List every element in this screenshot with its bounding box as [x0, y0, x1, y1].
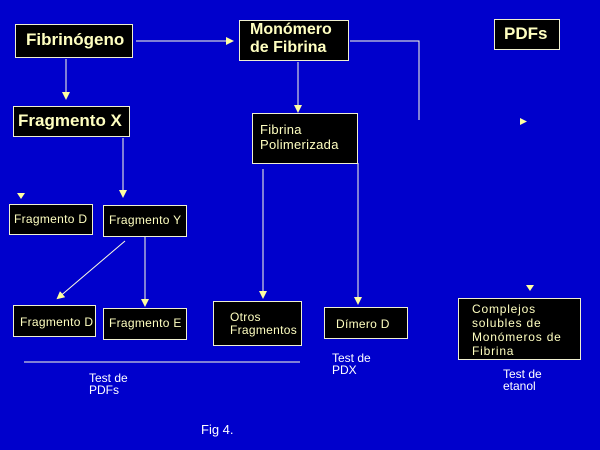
node-fibrina-polimerizada: Fibrina Polimerizada — [252, 113, 358, 164]
label-test-pdfs-2: PDFs — [89, 383, 119, 397]
figure-caption: Fig 4. — [201, 422, 234, 437]
label-test-pdx-2: PDX — [332, 363, 357, 377]
node-fragmento-y: Fragmento Y — [103, 205, 187, 237]
node-fibrina-label-2: Polimerizada — [260, 137, 339, 152]
node-monomero-label-2: de Fibrina — [250, 39, 327, 56]
node-fragmento-d-upper: Fragmento D — [9, 204, 93, 235]
node-fragmento-e: Fragmento E — [103, 308, 187, 340]
node-dimero-d-label: Dímero D — [336, 317, 390, 331]
node-fragmento-x: Fragmento X — [13, 106, 130, 137]
line-monomero-to-right — [350, 40, 420, 120]
label-test-etanol: Test de etanol — [503, 368, 542, 392]
node-fragmento-d-lower-label: Fragmento D — [20, 315, 94, 329]
label-test-pdfs-1: Test de — [89, 371, 128, 385]
node-otros-label-2: Fragmentos — [230, 323, 298, 337]
node-monomero-de-fibrina: Monómero de Fibrina — [239, 20, 349, 61]
node-fibrinogeno-label: Fibrinógeno — [26, 30, 125, 49]
node-complejos-label-3: Monómeros de — [472, 330, 562, 344]
node-monomero-label-1: Monómero — [250, 21, 332, 38]
arrowhead-fragmento-d-1 — [17, 193, 25, 199]
node-otros-fragmentos: Otros Fragmentos — [213, 301, 302, 346]
arrowhead-pdfs-right — [520, 118, 527, 125]
node-pdfs-label: PDFs — [504, 24, 548, 43]
label-test-etanol-1: Test de — [503, 367, 542, 381]
node-otros-label-1: Otros — [230, 310, 261, 324]
label-test-pdx: Test de PDX — [332, 352, 371, 376]
arrowhead-complejos — [526, 285, 534, 291]
arrow-fragmento-y-to-fragmento-d — [56, 240, 126, 300]
node-complejos-label-1: Complejos — [472, 302, 536, 316]
node-fragmento-d-lower: Fragmento D — [13, 305, 96, 337]
node-fibrinogeno: Fibrinógeno — [15, 24, 133, 58]
node-fragmento-d-upper-label: Fragmento D — [14, 212, 88, 226]
node-fragmento-e-label: Fragmento E — [109, 316, 182, 330]
node-pdfs: PDFs — [494, 19, 560, 50]
node-complejos-label-2: solubles de — [472, 316, 542, 330]
label-test-pdx-1: Test de — [332, 351, 371, 365]
label-test-pdfs: Test de PDFs — [89, 372, 128, 396]
label-test-etanol-2: etanol — [503, 379, 536, 393]
node-dimero-d: Dímero D — [324, 307, 408, 339]
node-complejos-label-4: Fibrina — [472, 344, 515, 358]
node-fibrina-label-1: Fibrina — [260, 122, 302, 137]
node-fragmento-x-label: Fragmento X — [18, 111, 122, 130]
node-complejos-solubles: Complejos solubles de Monómeros de Fibri… — [458, 298, 581, 360]
node-fragmento-y-label: Fragmento Y — [109, 213, 182, 227]
